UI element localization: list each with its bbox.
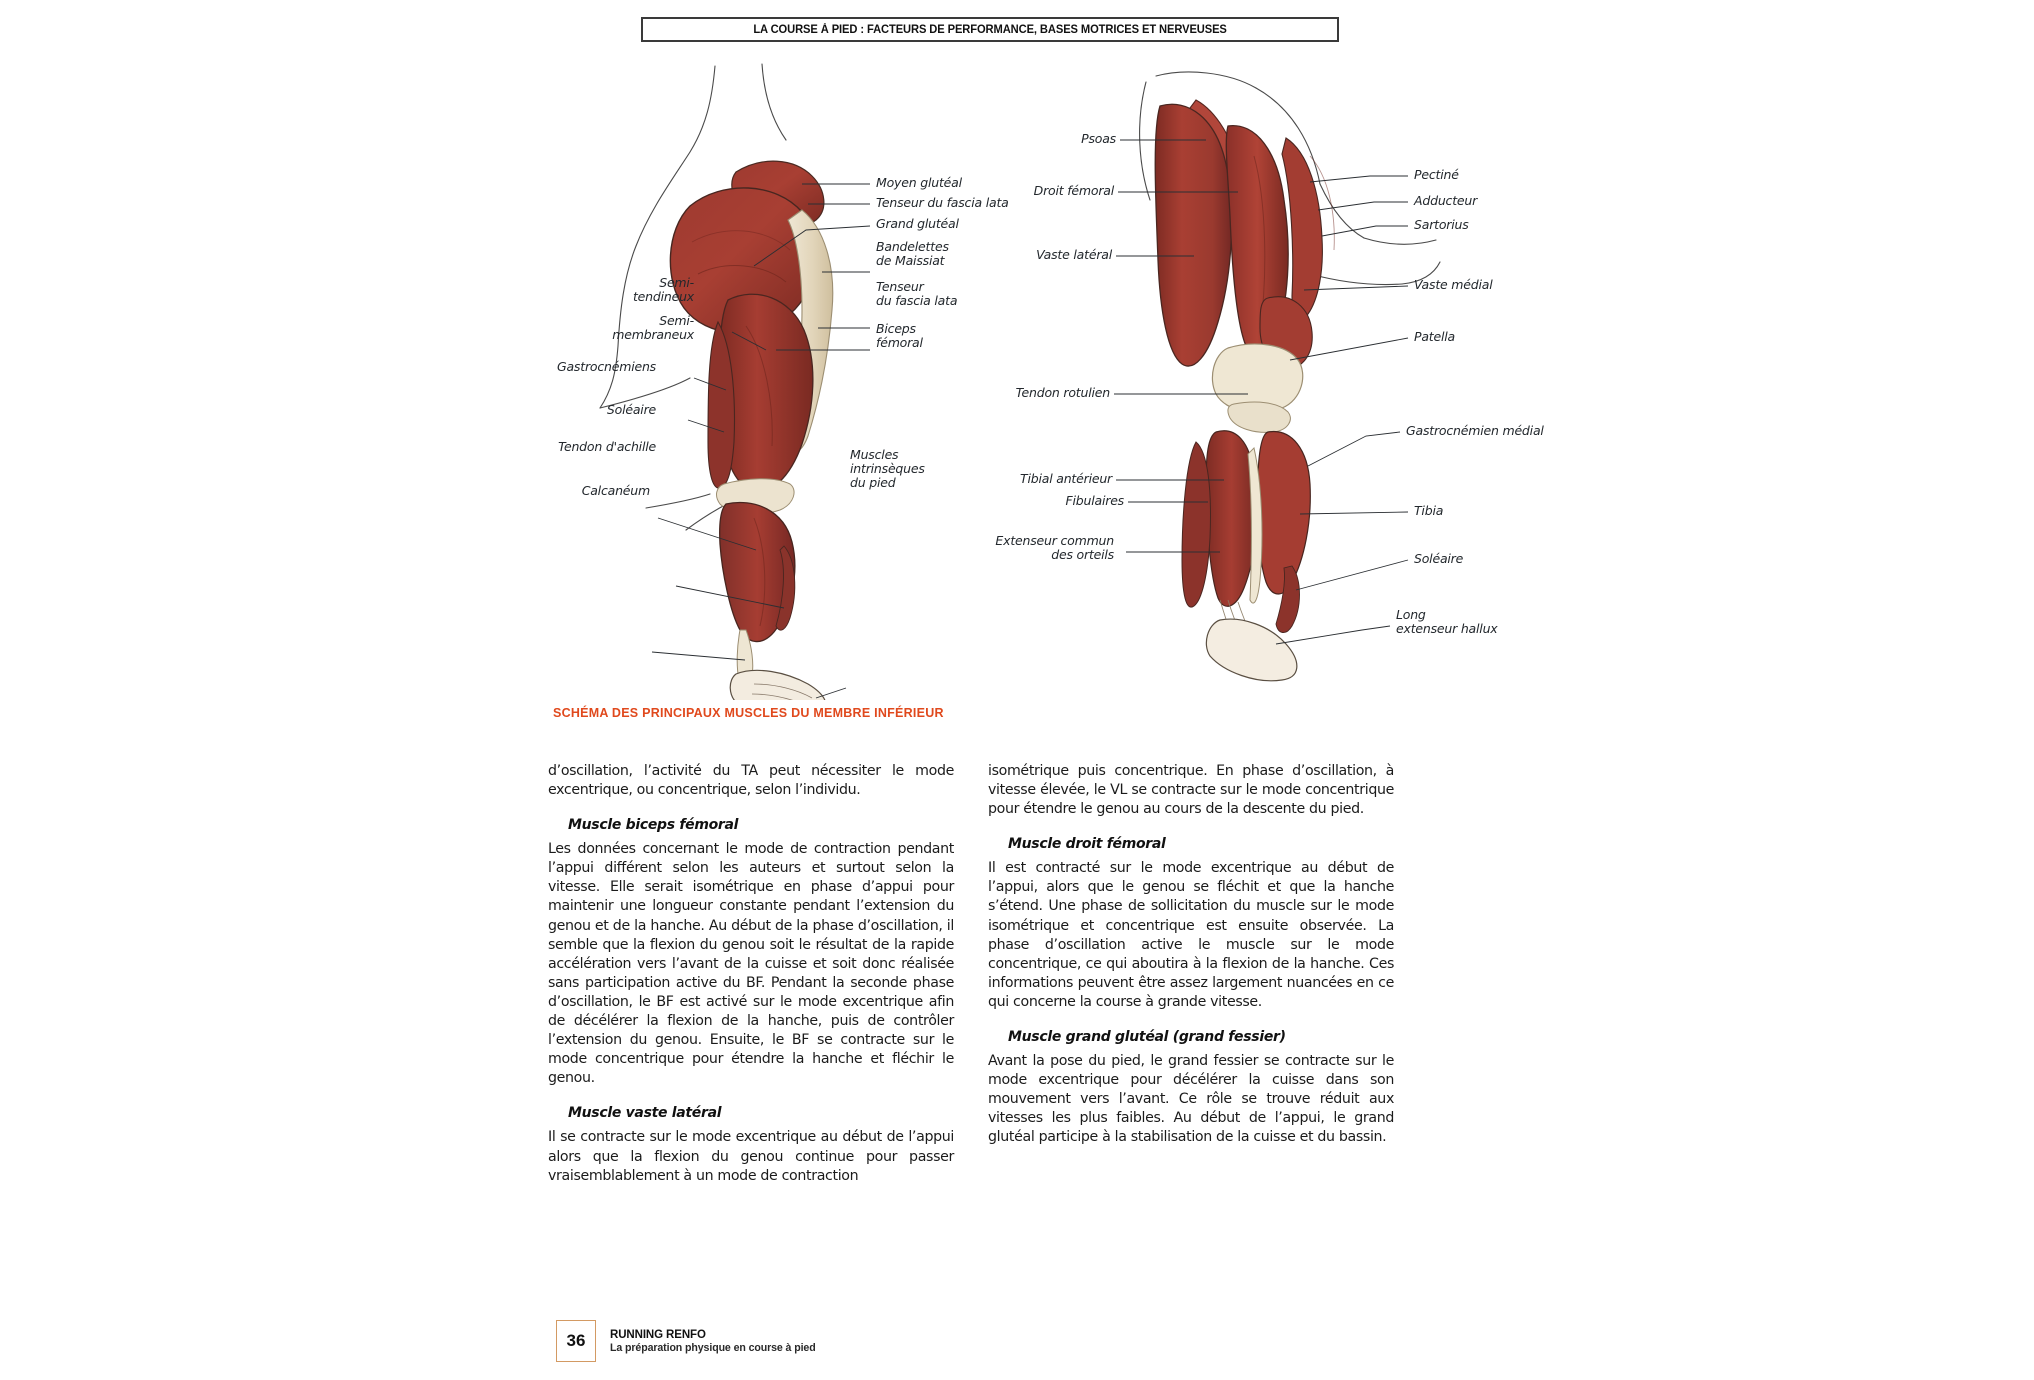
muscle-soleus-anterior — [1275, 565, 1300, 633]
label-gastrocnemiens: Gastrocnémiens — [556, 359, 656, 374]
body-column-left: d’oscillation, l’activité du TA peut néc… — [548, 762, 954, 1186]
label-droit-femoral: Droit fémoral — [1033, 183, 1115, 198]
label-bandelettes-maissiat: Bandelettes de Maissiat — [876, 239, 949, 268]
muscle-vastus-lateralis — [1154, 103, 1233, 367]
paragraph: d’oscillation, l’activité du TA peut néc… — [548, 763, 954, 799]
label-pectine: Pectiné — [1414, 167, 1459, 182]
muscle-fibularis — [1181, 441, 1211, 608]
label-long-extenseur-hallux: Long extenseur hallux — [1396, 607, 1498, 636]
muscle-soleus — [775, 545, 796, 631]
section-heading: Muscle grand glutéal (grand fessier) — [1008, 1029, 1286, 1046]
paragraph: Il se contracte sur le mode excentrique … — [548, 1129, 954, 1184]
label-tendon-achille: Tendon d'achille — [558, 439, 656, 454]
patellar-tendon — [1227, 401, 1291, 433]
label-grand-gluteal: Grand glutéal — [876, 216, 959, 231]
paragraph: isométrique puis concentrique. En phase … — [988, 763, 1394, 818]
leader-lines-right — [1114, 139, 1409, 645]
foot-anterior — [1205, 618, 1298, 682]
footer-meta: RUNNING RENFO La préparation physique en… — [610, 1320, 816, 1362]
label-tibia: Tibia — [1414, 503, 1444, 518]
posterior-limb-illustration — [599, 63, 871, 700]
figure-right-panel: Psoas Droit fémoral Vaste latéral Tendon… — [995, 60, 1544, 700]
book-title: RUNNING RENFO — [610, 1328, 706, 1341]
label-calcaneum: Calcanéum — [581, 483, 651, 498]
label-fibulaires: Fibulaires — [1065, 493, 1125, 508]
anterior-limb-illustration — [1114, 71, 1441, 682]
muscle-adductor-group — [1281, 137, 1323, 319]
label-soleaire-right: Soléaire — [1414, 551, 1464, 566]
label-patella: Patella — [1414, 329, 1455, 344]
label-semi-membraneux: Semi- membraneux — [612, 313, 694, 342]
label-psoas: Psoas — [1081, 131, 1116, 146]
leader-lines — [651, 183, 871, 699]
section-heading: Muscle droit fémoral — [1008, 836, 1166, 853]
figure-left-panel: Moyen glutéal Tenseur du fascia lata Gra… — [540, 60, 1010, 700]
body-column-right: isométrique puis concentrique. En phase … — [988, 762, 1394, 1148]
label-extenseur-commun-orteils: Extenseur commun des orteils — [995, 533, 1114, 562]
foot-calcaneus — [729, 669, 826, 700]
label-tenseur-fascia-lata-1: Tenseur du fascia lata — [876, 195, 1009, 210]
label-moyen-gluteal: Moyen glutéal — [876, 175, 962, 190]
figure-lower-limb-muscles: Moyen glutéal Tenseur du fascia lata Gra… — [540, 60, 1544, 700]
section-heading: Muscle biceps fémoral — [568, 817, 739, 834]
label-tendon-rotulien: Tendon rotulien — [1015, 385, 1111, 400]
label-semi-tendineux: Semi- tendineux — [632, 275, 694, 304]
label-gastrocnemien-medial: Gastrocnémien médial — [1406, 423, 1544, 438]
running-header: LA COURSE À PIED : FACTEURS DE PERFORMAN… — [641, 17, 1339, 42]
label-adducteur: Adducteur — [1414, 193, 1478, 208]
page-number: 36 — [556, 1320, 596, 1362]
bone-tibia — [1247, 447, 1263, 604]
label-vaste-lateral: Vaste latéral — [1036, 247, 1112, 262]
paragraph: Les données concernant le mode de contra… — [548, 841, 954, 1087]
label-soleaire-left: Soléaire — [606, 402, 656, 417]
figure-caption: SCHÉMA DES PRINCIPAUX MUSCLES DU MEMBRE … — [553, 706, 944, 720]
running-header-text: LA COURSE À PIED : FACTEURS DE PERFORMAN… — [753, 23, 1227, 36]
label-tibial-anterieur: Tibial antérieur — [1020, 471, 1112, 486]
page-footer: 36 RUNNING RENFO La préparation physique… — [556, 1320, 816, 1362]
label-sartorius: Sartorius — [1414, 217, 1469, 232]
section-heading: Muscle vaste latéral — [568, 1105, 722, 1122]
label-muscles-intrinseques-pied: Muscles intrinsèques du pied — [850, 447, 925, 490]
label-tenseur-fascia-lata-2: Tenseur du fascia lata — [876, 279, 958, 308]
paragraph: Avant la pose du pied, le grand fessier … — [988, 1053, 1394, 1146]
body-columns: d’oscillation, l’activité du TA peut néc… — [548, 762, 1408, 1292]
label-biceps-femoral: Biceps fémoral — [876, 321, 923, 350]
label-vaste-medial: Vaste médial — [1414, 277, 1493, 292]
book-subtitle: La préparation physique en course à pied — [610, 1341, 816, 1354]
paragraph: Il est contracté sur le mode excentrique… — [988, 860, 1394, 1010]
